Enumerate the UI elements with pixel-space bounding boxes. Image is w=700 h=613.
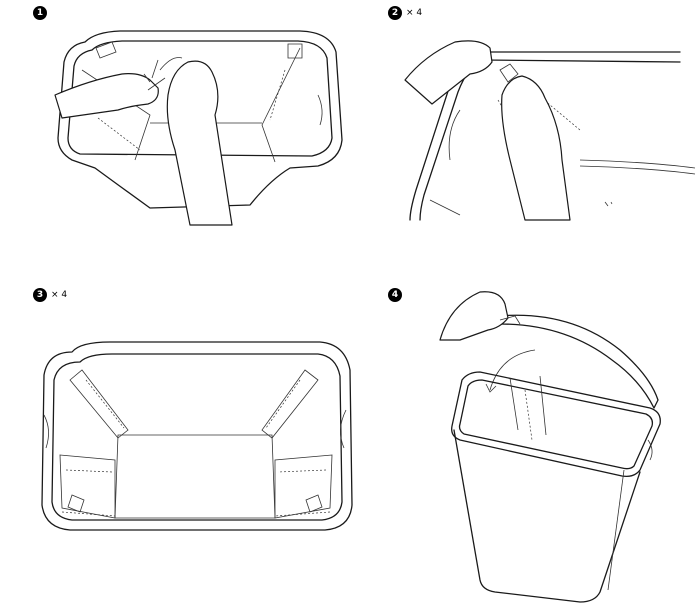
step-3-illustration xyxy=(41,341,353,531)
step-1-illustration xyxy=(54,30,343,226)
step-4-panel: 4 xyxy=(350,280,700,613)
step-4-illustration xyxy=(439,291,661,603)
step-3-panel: 3 × 4 xyxy=(0,280,353,613)
step-3-multiplier: × 4 xyxy=(51,290,68,300)
step-2-multiplier: × 4 xyxy=(406,8,423,18)
step-2-illustration xyxy=(404,40,696,221)
step-1-badge: 1 xyxy=(33,6,47,20)
step-2-panel: 2 × 4 xyxy=(350,0,700,280)
step-1-panel: 1 xyxy=(0,0,350,280)
step-3-badge: 3 xyxy=(33,288,47,302)
step-2-badge: 2 xyxy=(388,6,402,20)
step-4-badge: 4 xyxy=(388,288,402,302)
